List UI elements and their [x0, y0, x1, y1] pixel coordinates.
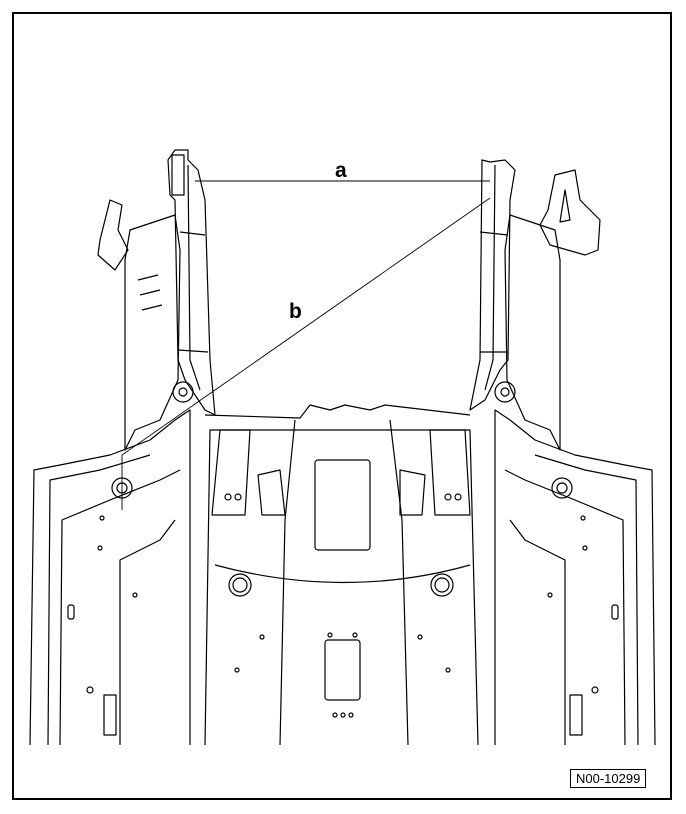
measurement-lines [121, 180, 491, 510]
label-b: b [289, 300, 302, 323]
label-a: a [335, 159, 347, 182]
right-pillar [469, 159, 516, 411]
dimension-line-b [121, 197, 491, 456]
left-pillar [167, 149, 216, 416]
figure-id-label: N00-10299 [570, 769, 647, 788]
left-side-panel [29, 199, 194, 746]
right-side-panel [494, 169, 656, 746]
diagram-frame [12, 12, 672, 800]
floor-panel [204, 404, 479, 746]
